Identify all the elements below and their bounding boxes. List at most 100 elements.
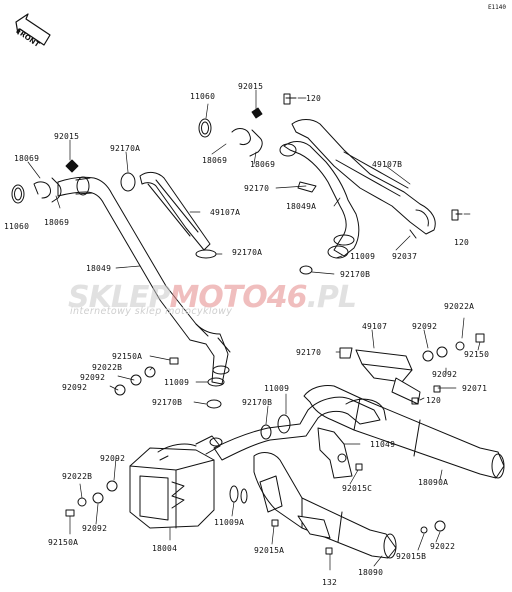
part-label: 92170B xyxy=(242,398,273,407)
part-label: 92170 xyxy=(244,184,270,193)
bolt-92071 xyxy=(433,385,441,393)
part-label: 18069 xyxy=(44,218,70,227)
clamp-92170B-left xyxy=(206,399,222,409)
nut-92015B xyxy=(420,526,428,534)
clamp-18069-left xyxy=(33,181,51,199)
band-92170A-bottom xyxy=(195,249,217,259)
nut-92015-upper xyxy=(251,107,263,119)
silencer-18090 xyxy=(253,452,397,559)
clamp-92170B-middle xyxy=(260,424,272,440)
part-label: 49107 xyxy=(362,322,388,331)
diagram-code: E1140 xyxy=(487,4,506,11)
gasket-11009A xyxy=(229,485,239,503)
bracket-11049 xyxy=(317,427,353,479)
part-label: 92150A xyxy=(112,352,143,361)
bolt-120-top xyxy=(283,93,297,105)
collar-92092-left-a xyxy=(130,374,142,386)
bolt-92150A-bottom xyxy=(65,509,75,517)
part-label: 11060 xyxy=(4,222,30,231)
part-label: 132 xyxy=(322,578,338,587)
part-label: 92150 xyxy=(464,350,490,359)
part-label: 18004 xyxy=(152,544,178,553)
part-label: 92022 xyxy=(430,542,456,551)
band-92170A-top xyxy=(120,172,136,192)
part-label: 92015C xyxy=(342,484,373,493)
joint-11009-top xyxy=(327,245,349,259)
part-label: 92092 xyxy=(82,524,108,533)
part-label: 92092 xyxy=(432,370,458,379)
gasket-11060-left xyxy=(11,184,25,204)
part-label: 92022B xyxy=(62,472,93,481)
front-arrow-icon xyxy=(15,13,51,46)
bolt-120-right xyxy=(451,209,463,221)
bolt-92150-right xyxy=(475,333,485,343)
nut-92015-left xyxy=(65,159,79,173)
washer-92022 xyxy=(434,520,446,532)
muffler-18004 xyxy=(129,435,223,529)
clamp-18069-upper-b xyxy=(249,129,263,157)
part-label: 92015B xyxy=(396,552,427,561)
part-label: 92170B xyxy=(152,398,183,407)
part-label: 11060 xyxy=(190,92,216,101)
part-label: 18069 xyxy=(14,154,40,163)
part-label: 49107B xyxy=(372,160,403,169)
clamp-18069-upper-a xyxy=(231,128,251,145)
part-label: 92037 xyxy=(392,252,418,261)
washer-92022B-bottom xyxy=(77,497,87,507)
part-label: 92015 xyxy=(54,132,80,141)
part-label: 92092 xyxy=(62,383,88,392)
part-label: 11049 xyxy=(370,440,396,449)
part-label: 92022A xyxy=(444,302,475,311)
part-label: 18049A xyxy=(286,202,317,211)
collar-92092-a xyxy=(422,350,434,362)
part-label: 120 xyxy=(454,238,470,247)
part-label: 120 xyxy=(426,396,442,405)
watermark-logo: SKLEPMOTO46.PL xyxy=(68,280,357,315)
part-label: 18049 xyxy=(86,264,112,273)
nut-92015C xyxy=(355,463,363,471)
part-label: 92092 xyxy=(80,373,106,382)
part-label: 92092 xyxy=(412,322,438,331)
heat-guard-49107B xyxy=(291,119,436,235)
connector-pipe xyxy=(213,396,381,461)
heat-guard-49107A xyxy=(139,171,211,251)
washer-92022A xyxy=(455,341,465,351)
part-label: 18069 xyxy=(250,160,276,169)
part-label: 92015 xyxy=(238,82,264,91)
collar-92092-bottom-b xyxy=(92,492,104,504)
silencer-18090A xyxy=(303,385,505,479)
joint-11009-middle xyxy=(277,414,291,434)
part-label: 92170A xyxy=(110,144,141,153)
washer-92022B-top xyxy=(144,366,156,378)
collar-92092-bottom-a xyxy=(106,480,118,492)
part-label: 92092 xyxy=(100,454,126,463)
front-header-pipe-18049 xyxy=(57,176,231,385)
part-label: 18090A xyxy=(418,478,449,487)
part-label: 92015A xyxy=(254,546,285,555)
bolt-120-lower xyxy=(411,397,419,405)
part-label: 92071 xyxy=(462,384,488,393)
watermark-subtitle: internetowy sklep motocyklowy xyxy=(70,306,233,317)
bolt-92037 xyxy=(409,229,417,239)
bolt-92150A-top xyxy=(169,357,179,365)
bolt-132 xyxy=(325,547,333,555)
part-label: 18090 xyxy=(358,568,384,577)
bracket-lower xyxy=(297,515,331,539)
rear-header-pipe-18049A xyxy=(279,141,360,257)
part-label: 18069 xyxy=(202,156,228,165)
nut-92015A xyxy=(271,519,279,527)
part-label: 120 xyxy=(306,94,322,103)
part-label: 11009 xyxy=(264,384,290,393)
clamp-92170B-top xyxy=(299,265,313,275)
part-label: 92022B xyxy=(92,363,123,372)
collar-92092-left-b xyxy=(114,384,126,396)
part-label: 92170 xyxy=(296,348,322,357)
clamp-92170-right xyxy=(339,347,353,359)
part-label: 49107A xyxy=(210,208,241,217)
part-label: 11009A xyxy=(214,518,245,527)
collar-92092-b xyxy=(436,346,448,358)
part-label: 92170B xyxy=(340,270,371,279)
part-label: 92150A xyxy=(48,538,79,547)
joint-11009-left xyxy=(207,377,225,387)
